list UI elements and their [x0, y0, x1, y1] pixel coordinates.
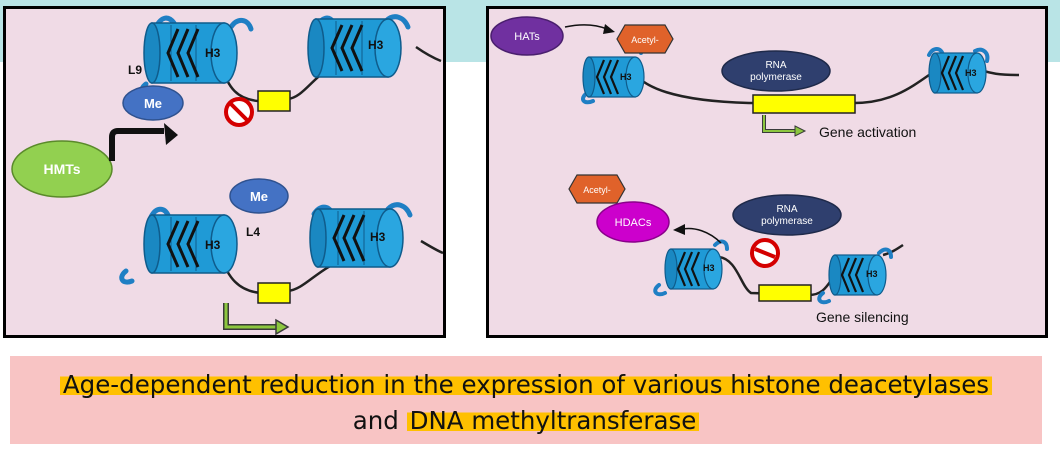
me-top-label: Me — [144, 96, 162, 111]
banner-line-2-prefix: and — [352, 406, 407, 435]
nucleosome-histone: H3 — [581, 43, 645, 105]
gene-box — [758, 284, 812, 302]
no-entry-icon — [224, 97, 254, 127]
transcription-arrow-icon — [223, 303, 290, 335]
arrow-icon — [564, 24, 615, 34]
histone-label: H3 — [703, 263, 715, 273]
banner-highlight-2: DNA methyltransferase — [406, 406, 700, 435]
rna-pol-top-line1: RNA — [765, 60, 786, 71]
rna-polymerase-top — [721, 50, 831, 92]
me-top-bubble — [122, 85, 184, 121]
me-bottom-bubble — [229, 178, 289, 214]
dna-strand — [882, 243, 904, 257]
acetyl-bottom-hexagon — [568, 174, 626, 204]
histone-label: H3 — [370, 230, 386, 244]
histone-label: H3 — [368, 38, 384, 52]
me-bottom-label: Me — [250, 189, 268, 204]
conclusion-banner: Age-dependent reduction in the expressio… — [10, 356, 1042, 444]
rna-pol-bottom-line1: RNA — [776, 204, 797, 215]
dna-strand — [415, 45, 442, 63]
gene-box — [752, 94, 856, 114]
banner-highlight-1: Age-dependent reduction in the expressio… — [59, 370, 993, 399]
gene-silencing-label: Gene silencing — [816, 309, 909, 325]
hats-bubble — [490, 16, 564, 56]
histone-label: H3 — [205, 46, 221, 60]
histone-label: H3 — [866, 269, 878, 279]
hmts-label: HMTs — [43, 161, 80, 177]
nucleosome-histone: H3 — [817, 247, 893, 305]
nucleosome-histone: H3 — [139, 15, 254, 98]
rna-polymerase-bottom — [732, 194, 842, 236]
nucleosome-histone: H3 — [927, 47, 990, 94]
nucleosome-histone: H3 — [307, 14, 411, 78]
nucleosome-histone: H3 — [119, 206, 238, 285]
arrow-icon — [673, 224, 722, 244]
acetyl-top-hexagon — [616, 24, 674, 54]
gene-box — [257, 282, 291, 304]
acetylation-panel: H3 H3 H3 H3 HATs — [486, 6, 1048, 338]
curved-arrow-icon — [109, 123, 178, 161]
dna-strand — [627, 64, 930, 105]
nucleosome-histone: H3 — [309, 202, 413, 268]
histone-label: H3 — [965, 68, 977, 78]
rna-pol-top-line2: polymerase — [750, 72, 802, 83]
acetyl-bottom-label: Acetyl- — [583, 185, 611, 195]
hdacs-bubble — [596, 201, 670, 243]
hmts-bubble — [11, 140, 113, 198]
banner-line-2: and DNA methyltransferase — [10, 406, 1042, 435]
histone-label: H3 — [620, 72, 632, 82]
methylation-diagram: H3 H3 H3 — [11, 14, 443, 335]
hdacs-label: HDACs — [615, 217, 652, 229]
gene-box — [257, 90, 291, 112]
histone-label: H3 — [205, 238, 221, 252]
acetylation-diagram: H3 H3 H3 H3 HATs — [490, 16, 1020, 325]
dna-strand — [420, 239, 443, 255]
methylation-panel: H3 H3 H3 — [3, 6, 446, 338]
l9-label: L9 — [128, 63, 142, 77]
acetyl-top-label: Acetyl- — [631, 35, 659, 45]
no-entry-icon — [750, 238, 780, 268]
hats-label: HATs — [514, 31, 540, 43]
rna-pol-bottom-line2: polymerase — [761, 216, 813, 227]
transcription-arrow-icon — [762, 115, 807, 137]
gene-activation-label: Gene activation — [819, 124, 916, 140]
nucleosome-histone: H3 — [653, 239, 729, 297]
banner-line-1: Age-dependent reduction in the expressio… — [10, 370, 1042, 399]
l4-label: L4 — [246, 225, 260, 239]
